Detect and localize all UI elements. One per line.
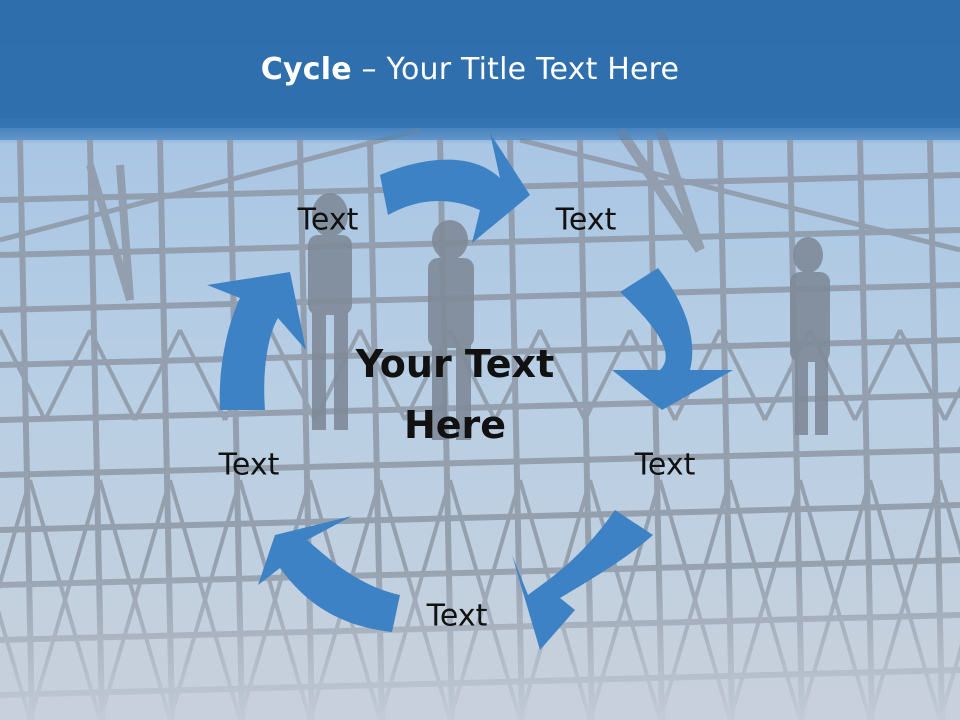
cycle-node-4-label: Text: [426, 598, 488, 634]
worker-silhouettes: [308, 193, 830, 440]
cycle-arrow-1: [380, 133, 530, 243]
cycle-node-2-label: Text: [555, 202, 617, 238]
center-text: Your Text Here: [315, 334, 595, 456]
title-bold: Cycle: [260, 52, 352, 87]
slide-title: Cycle – Your Title Text Here: [0, 52, 940, 87]
cycle-arrow-2: [612, 268, 733, 410]
center-text-line-2: Here: [403, 403, 507, 447]
cycle-node-3-label: Text: [634, 447, 696, 483]
cycle-node-5-label: Text: [218, 447, 280, 483]
cycle-arrow-3: [512, 510, 653, 650]
cycle-arrow-5: [207, 272, 306, 410]
title-rest: – Your Title Text Here: [351, 52, 680, 87]
cycle-node-1-label: Text: [297, 202, 359, 238]
center-text-line-1: Your Text: [355, 342, 555, 387]
cycle-arrow-4: [258, 516, 400, 632]
